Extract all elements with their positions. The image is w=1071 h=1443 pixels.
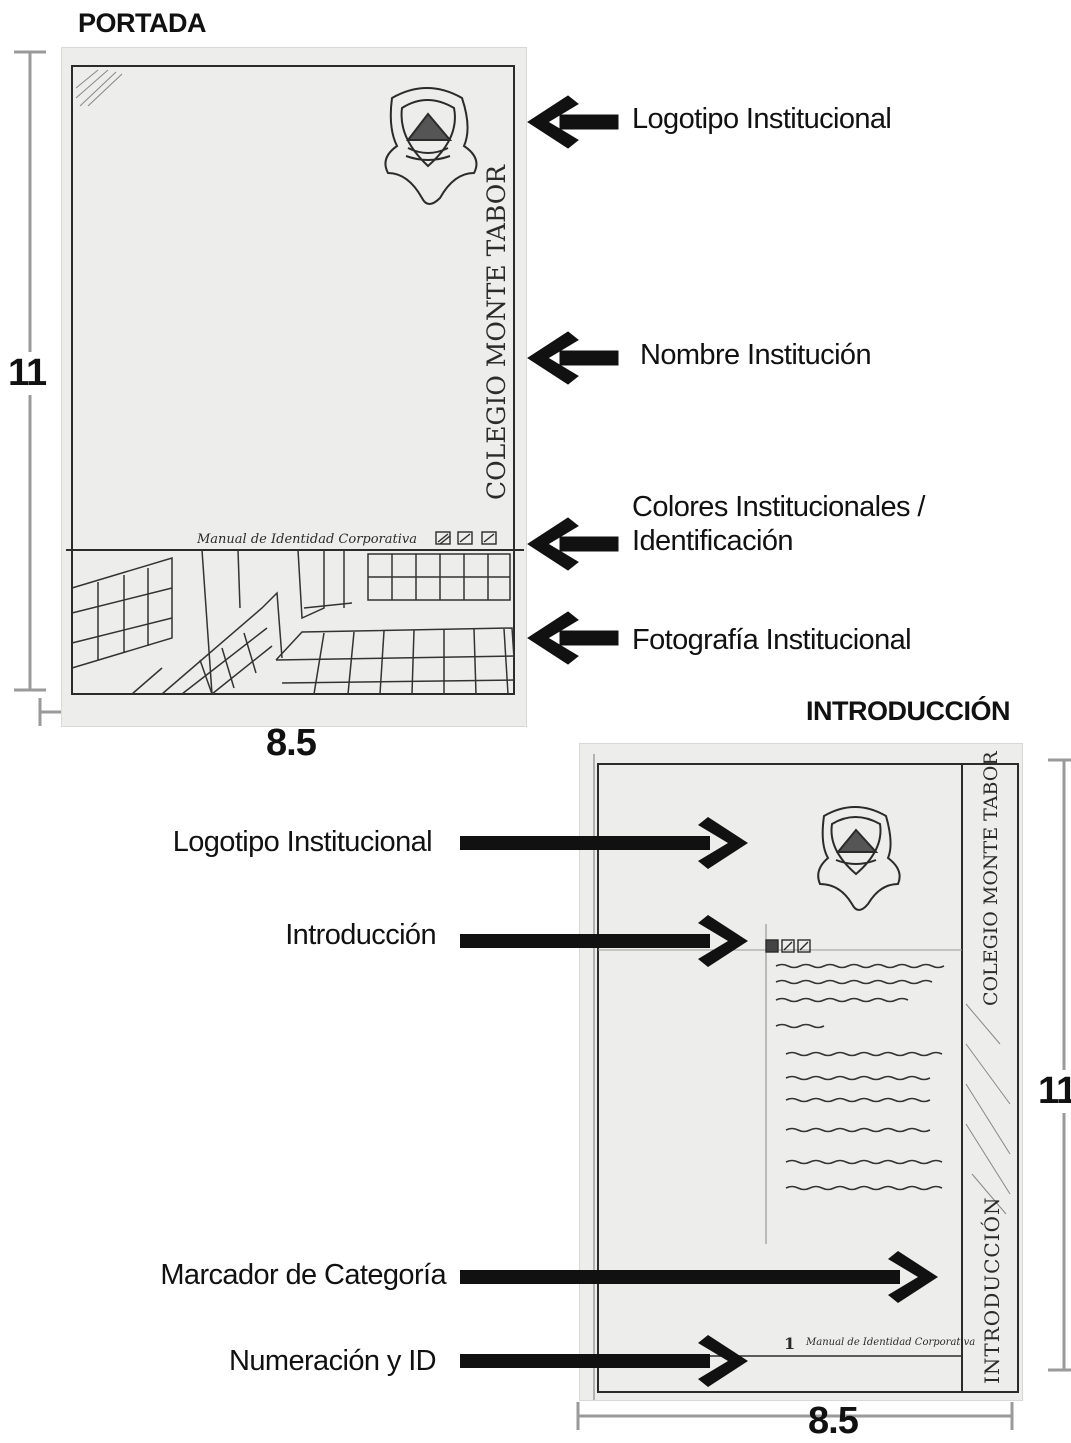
cover-sheet: COLEGIO MONTE TABOR Manual de Identidad … [62,48,526,726]
cover-width-label: 8.5 [266,722,317,764]
intro-callout-logo: Logotipo Institucional [172,826,433,858]
intro-callout-introduction: Introducción [285,919,436,951]
cover-callout-name: Nombre Institución [640,339,872,371]
intro-callout-numbering: Numeración y ID [229,1345,437,1377]
intro-footer-text: Manual de Identidad Corporativa [806,1337,976,1348]
cover-callout-logo: Logotipo Institucional [632,103,892,135]
cover-callout-colors: Colores Institucionales / Identificación [632,491,925,557]
intro-shield-icon [817,806,901,911]
cover-shield-icon [384,87,478,205]
cover-sketch [66,65,524,695]
cover-footer-text: Manual de Identidad Corporativa [197,532,418,547]
intro-width-label: 8.5 [808,1400,859,1442]
cover-heading: PORTADA [78,8,207,38]
cover-height-label: 11 [6,352,49,395]
intro-page-number: 1 [784,1334,796,1353]
cover-vertical-institution-name: COLEGIO MONTE TABOR [482,164,511,500]
intro-height-label: 11 [1036,1070,1071,1113]
intro-sheet: COLEGIO MONTE TABOR INTRODUCCIÓN 1 Manua… [580,744,1022,1400]
intro-vertical-institution-name: COLEGIO MONTE TABOR [980,751,1002,1006]
intro-sketch [593,754,1019,1400]
intro-callout-category-marker: Marcador de Categoría [160,1259,446,1291]
cover-callout-photo: Fotografía Institucional [632,624,912,656]
intro-category-marker: INTRODUCCIÓN [980,1196,1004,1385]
intro-heading: INTRODUCCIÓN [806,696,1011,726]
